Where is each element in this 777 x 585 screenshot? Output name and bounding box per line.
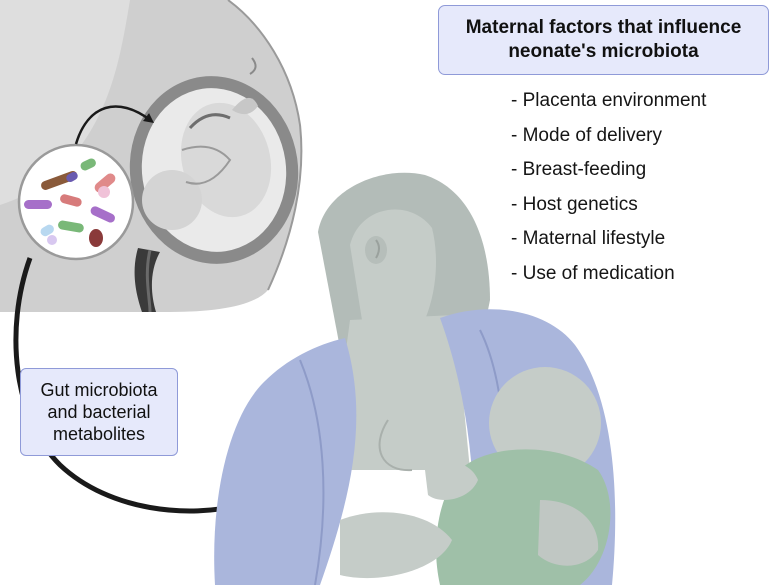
fetus-icon bbox=[142, 97, 272, 230]
factor-item: Host genetics bbox=[511, 190, 706, 225]
factors-list: Placenta environment Mode of delivery Br… bbox=[511, 86, 707, 294]
gut-microbiota-label: Gut microbiota and bacterial metabolites bbox=[20, 368, 178, 456]
factor-item: Breast-feeding bbox=[511, 155, 706, 190]
bacteria-circle-icon bbox=[17, 143, 135, 261]
factor-item: Maternal lifestyle bbox=[511, 224, 706, 259]
factor-item: Mode of delivery bbox=[511, 121, 706, 156]
factor-item: Use of medication bbox=[511, 259, 706, 294]
baby-figure bbox=[340, 367, 611, 585]
maternal-factors-title: Maternal factors that influence neonate'… bbox=[438, 5, 769, 75]
bacteria-to-fetus-arrow bbox=[74, 105, 155, 145]
curved-arrow-icon bbox=[13, 257, 241, 514]
factor-item: Placenta environment bbox=[511, 86, 707, 121]
